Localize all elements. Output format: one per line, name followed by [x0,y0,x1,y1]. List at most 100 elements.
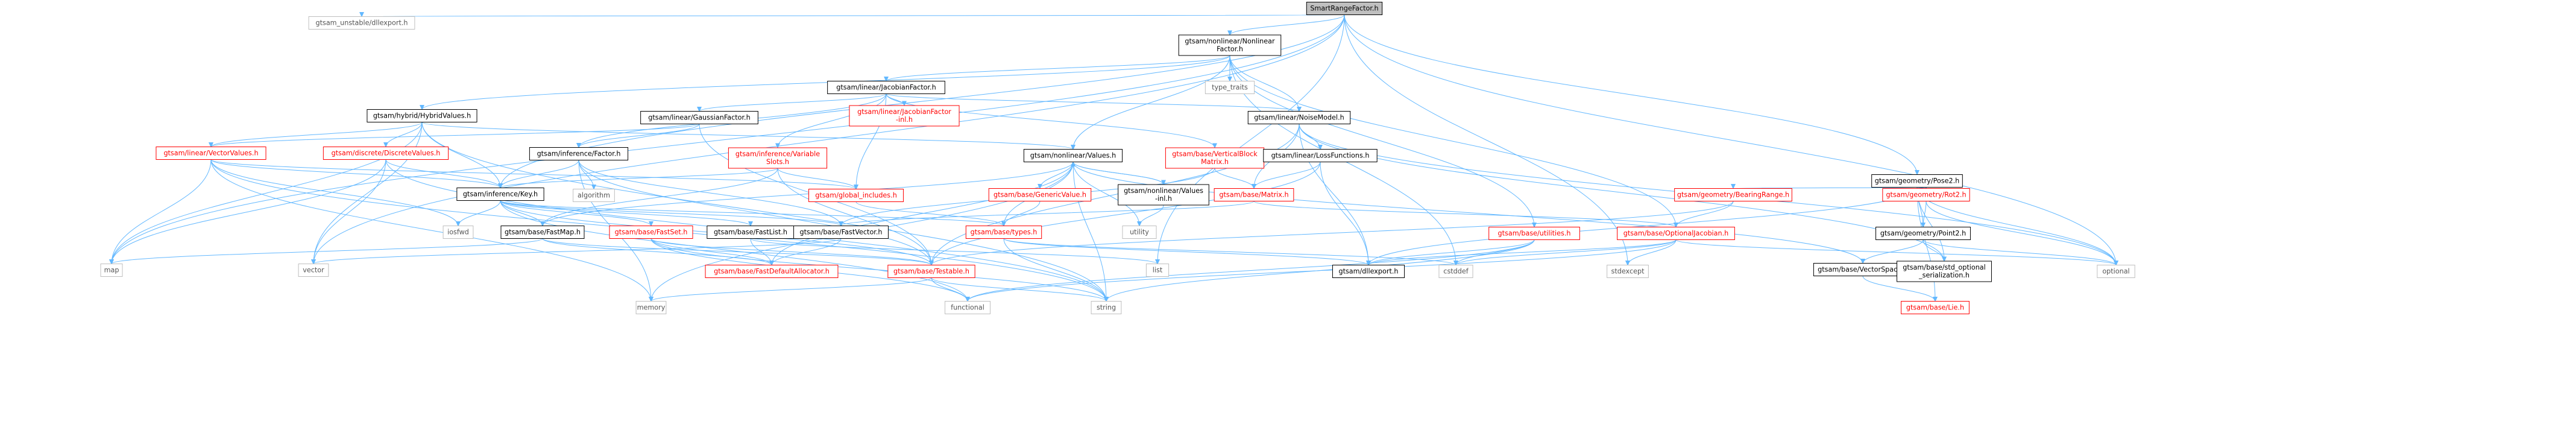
edge-line [111,159,386,264]
node-label-fastlist: gtsam/base/FastList.h [714,229,787,236]
node-box-bearingrange[interactable] [1674,188,1792,201]
node-box-utilities[interactable] [1488,227,1580,240]
node-jacobianfactor[interactable]: gtsam/linear/JacobianFactor.h [827,81,945,94]
node-box-key[interactable] [456,188,544,201]
node-box-fastvector[interactable] [793,226,889,239]
edge-line [313,159,386,264]
node-optionaljacobian[interactable]: gtsam/base/OptionalJacobian.h [1617,227,1735,240]
node-box-jacobianfactor[interactable] [827,81,945,94]
node-discretevalues[interactable]: gtsam/discrete/DiscreteValues.h [323,147,449,160]
edge-line [500,200,968,302]
edge-fastlist-to-list [750,238,1160,265]
node-unstable_dllexport: gtsam_unstable/dllexport.h [308,16,415,30]
node-box-rot2[interactable] [1882,188,1970,201]
node-box-std_optional[interactable] [1897,261,1992,282]
node-box-fastmap[interactable] [500,226,585,239]
edge-arrowhead [1071,161,1075,166]
node-box-fastdefault[interactable] [705,265,839,278]
node-fastmap[interactable]: gtsam/base/FastMap.h [500,226,585,239]
node-box-inf_factor[interactable] [529,147,629,160]
node-lie[interactable]: gtsam/base/Lie.h [1901,301,1970,314]
edge-arrowhead [1942,256,1947,262]
edge-fastvector-to-vector [311,238,842,265]
node-box-values[interactable] [1023,149,1123,162]
node-label-fastdefault: gtsam/base/FastDefaultAllocator.h [714,268,830,276]
node-gtsam_dllexport[interactable]: gtsam/dllexport.h [1332,265,1405,278]
node-box-lossfunctions[interactable] [1263,149,1378,162]
node-label-nonlinearfactor: gtsam/nonlinear/Nonlinear [1185,37,1275,45]
node-box-vectorvalues[interactable] [156,147,266,160]
node-types[interactable]: gtsam/base/types.h [965,226,1042,239]
node-inf_factor[interactable]: gtsam/inference/Factor.h [529,147,629,160]
node-label-cstddef: cstddef [1443,268,1469,276]
node-box-fastset[interactable] [609,226,693,239]
edge-line [385,159,501,188]
edge-line [750,238,1158,264]
node-fastvector[interactable]: gtsam/base/FastVector.h [793,226,889,239]
edge-line [771,162,1074,265]
node-box-point2[interactable] [1875,227,1971,240]
edge-line [500,160,579,188]
edge-line [771,238,842,265]
node-rot2[interactable]: gtsam/geometry/Rot2.h [1882,188,1970,201]
node-noisemodel[interactable]: gtsam/linear/NoiseModel.h [1247,111,1351,124]
edge-line [777,93,887,148]
node-box-variableslots[interactable] [728,147,828,169]
node-testable[interactable]: gtsam/base/Testable.h [887,265,975,278]
node-box-optionaljacobian[interactable] [1617,227,1735,240]
node-key[interactable]: gtsam/inference/Key.h [456,188,544,201]
node-optional: optional [2097,265,2135,278]
edge-nonlinearfactor-to-jacobianfactor [884,55,1230,82]
edge-key-to-fastvector [500,200,843,227]
node-box-jacobianfactor_inl[interactable] [849,105,960,127]
edge-line [313,238,842,264]
node-bearingrange[interactable]: gtsam/geometry/BearingRange.h [1674,188,1792,201]
node-box-lie[interactable] [1901,301,1970,314]
node-box-types[interactable] [965,226,1042,239]
edge-pose2-to-gtsam_dllexport [1366,187,1918,266]
node-box-pose2[interactable] [1871,174,1963,188]
node-box-discretevalues[interactable] [323,147,449,160]
node-vectorspace[interactable]: gtsam/base/VectorSpace.h [1813,263,1913,276]
edge-nonlinearfactor-to-hybridvalues [420,55,1230,110]
node-box-hybridvalues[interactable] [367,109,477,122]
node-box-nonlinearfactor[interactable] [1178,34,1282,56]
edge-lossfunctions-to-testable [929,162,1321,266]
node-box-values_inl[interactable] [1118,184,1209,206]
node-std_optional[interactable]: gtsam/base/std_optional_serialization.h [1897,261,1992,282]
node-box-testable[interactable] [887,265,975,278]
node-utilities[interactable]: gtsam/base/utilities.h [1488,227,1580,240]
node-jacobianfactor_inl[interactable]: gtsam/linear/JacobianFactor-inl.h [849,105,960,127]
node-box-noisemodel[interactable] [1247,111,1351,124]
node-box-gtsam_dllexport[interactable] [1332,265,1405,278]
node-global_includes[interactable]: gtsam/global_includes.h [808,189,904,202]
node-hybridvalues[interactable]: gtsam/hybrid/HybridValues.h [367,109,477,122]
node-point2[interactable]: gtsam/geometry/Point2.h [1875,227,1971,240]
node-genericvalue[interactable]: gtsam/base/GenericValue.h [988,188,1092,201]
node-vectorvalues[interactable]: gtsam/linear/VectorValues.h [156,147,266,160]
node-pose2[interactable]: gtsam/geometry/Pose2.h [1871,174,1963,188]
node-label-std_optional: _serialization.h [1918,271,1970,279]
node-box-global_includes[interactable] [808,189,904,202]
node-fastset[interactable]: gtsam/base/FastSet.h [609,226,693,239]
node-gaussianfactor[interactable]: gtsam/linear/GaussianFactor.h [640,111,758,124]
edge-line [500,200,1004,226]
edge-nonlinearfactor-to-optionaljacobian [1229,55,1678,228]
node-label-genericvalue: gtsam/base/GenericValue.h [994,191,1086,199]
node-lossfunctions[interactable]: gtsam/linear/LossFunctions.h [1263,149,1378,162]
node-box-genericvalue[interactable] [988,188,1092,201]
node-label-vectorvalues: gtsam/linear/VectorValues.h [163,150,258,157]
node-fastlist[interactable]: gtsam/base/FastList.h [707,226,795,239]
node-box-gaussianfactor[interactable] [640,111,758,124]
node-box-matrix[interactable] [1214,188,1294,201]
edge-jacobianfactor-to-noisemodel [886,93,1302,112]
node-values_inl[interactable]: gtsam/nonlinear/Values-inl.h [1118,184,1209,206]
edge-arrowhead [929,261,934,266]
node-values[interactable]: gtsam/nonlinear/Values.h [1023,149,1123,162]
node-fastdefault[interactable]: gtsam/base/FastDefaultAllocator.h [705,265,839,278]
node-matrix[interactable]: gtsam/base/Matrix.h [1214,188,1294,201]
node-label-root: SmartRangeFactor.h [1310,5,1378,13]
